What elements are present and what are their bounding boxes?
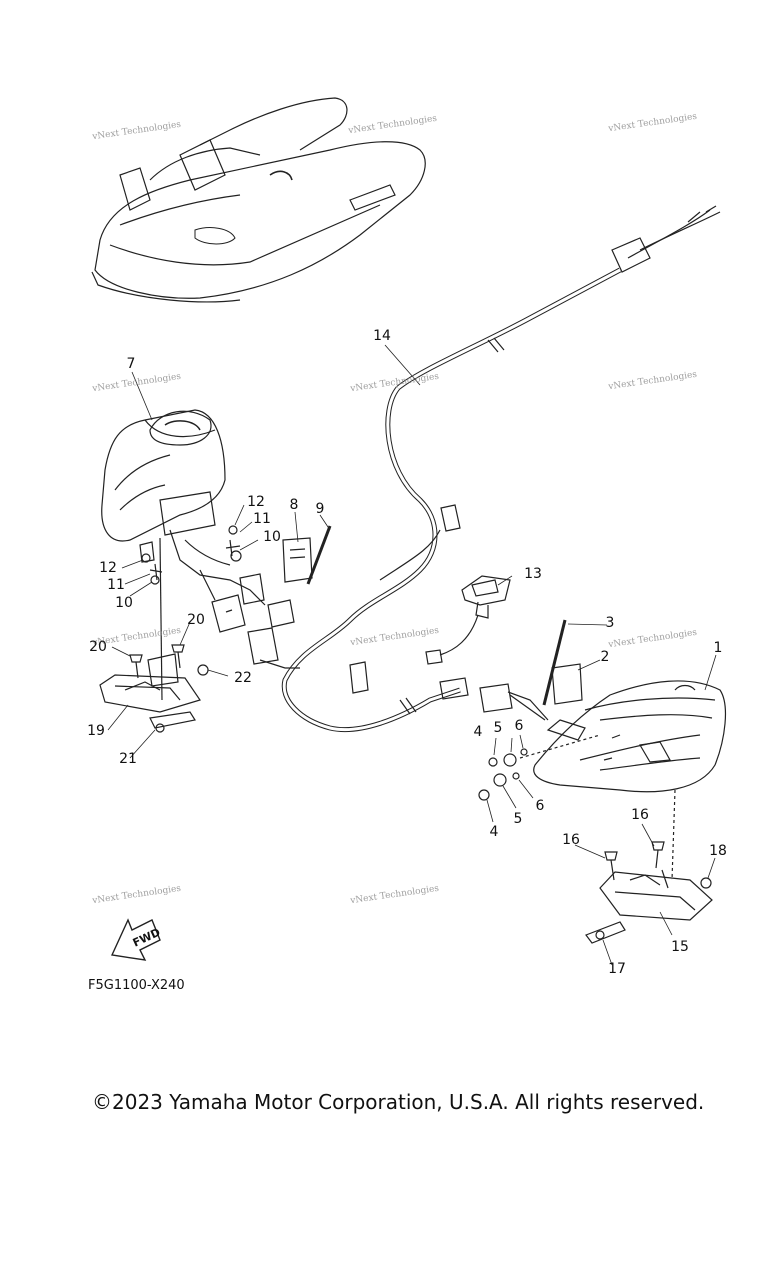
callout-17: 17 <box>608 961 626 977</box>
label-sheet-2 <box>551 663 583 705</box>
callout-2: 2 <box>600 649 610 665</box>
callout-7: 7 <box>126 356 136 372</box>
callout-13: 13 <box>524 566 542 582</box>
callout-16: 16 <box>562 832 580 848</box>
callout-12: 12 <box>99 560 117 576</box>
cable-tie-3 <box>542 619 567 706</box>
callout-14: 14 <box>373 328 391 344</box>
callout-4: 4 <box>489 824 499 840</box>
watercraft-overview <box>91 97 426 303</box>
callout-9: 9 <box>315 501 325 517</box>
callout-21: 21 <box>119 751 137 767</box>
callout-22: 22 <box>234 670 252 686</box>
harness-cable-14 <box>281 205 721 733</box>
callout-11: 11 <box>253 511 271 527</box>
meter-assembly-1 <box>509 680 726 881</box>
screw-22 <box>197 664 209 676</box>
copyright-notice: ©2023 Yamaha Motor Corporation, U.S.A. A… <box>92 1090 705 1114</box>
callout-6: 6 <box>514 718 524 734</box>
diagram-code: F5G1100-X240 <box>88 978 185 993</box>
callout-20: 20 <box>187 612 205 628</box>
callout-10: 10 <box>115 595 133 611</box>
bracket-19 <box>99 653 201 713</box>
switch-13 <box>425 575 511 665</box>
clip-21 <box>149 711 196 733</box>
callout-3: 3 <box>605 615 615 631</box>
screw-16-right <box>651 841 665 869</box>
screw-18 <box>700 877 712 889</box>
screw-20-right <box>171 644 185 669</box>
bracket-15 <box>599 869 713 921</box>
label-sheet-8 <box>282 537 313 583</box>
callout-15: 15 <box>671 939 689 955</box>
screw-16-left <box>604 851 618 881</box>
fasteners-10-11-12 <box>141 525 242 585</box>
callout-16: 16 <box>631 807 649 823</box>
cable-connectors <box>349 661 549 721</box>
callout-11: 11 <box>107 577 125 593</box>
callout-5: 5 <box>493 720 503 736</box>
callout-1: 1 <box>713 640 723 656</box>
callout-6: 6 <box>535 798 545 814</box>
callout-18: 18 <box>709 843 727 859</box>
meter-assembly-7 <box>101 409 266 701</box>
leader-lines <box>107 344 717 966</box>
screw-20-left <box>129 654 143 679</box>
callout-8: 8 <box>289 497 299 513</box>
washers-4-5-6 <box>478 748 528 801</box>
meter-connectors <box>199 569 300 669</box>
callout-4: 4 <box>473 724 483 740</box>
cable-tie-9 <box>306 525 332 585</box>
callout-12: 12 <box>247 494 265 510</box>
nut-17 <box>585 921 626 944</box>
fwd-arrow-icon: FWD <box>110 918 162 961</box>
callout-19: 19 <box>87 723 105 739</box>
callout-5: 5 <box>513 811 523 827</box>
callout-20: 20 <box>89 639 107 655</box>
callout-10: 10 <box>263 529 281 545</box>
